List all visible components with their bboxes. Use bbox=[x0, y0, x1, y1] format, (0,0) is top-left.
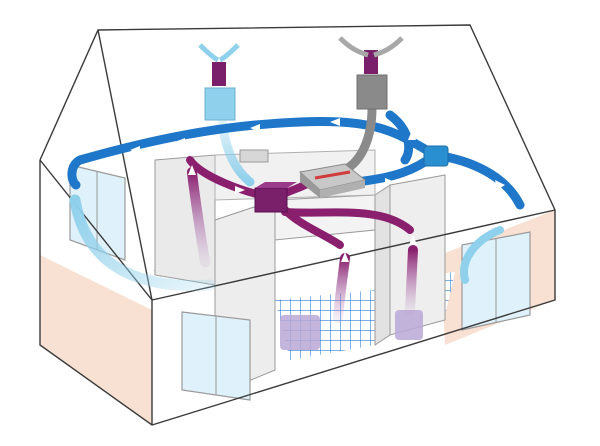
window-front bbox=[181, 311, 251, 401]
window-right bbox=[461, 231, 531, 331]
fresh-air-right-room-flow bbox=[460, 226, 504, 284]
flow-arrows bbox=[130, 118, 505, 262]
heat-recovery-unit bbox=[298, 163, 367, 198]
sink-left bbox=[239, 149, 269, 163]
supply-manifold bbox=[423, 145, 449, 167]
fresh-air-left-room-flow bbox=[69, 194, 216, 292]
extract-up-flow-center bbox=[333, 253, 350, 323]
fresh-air-intake bbox=[198, 43, 240, 121]
extract-manifold bbox=[254, 182, 297, 213]
floor-left bbox=[40, 255, 152, 425]
extract-up-flow-right bbox=[405, 245, 418, 315]
partition-center-c bbox=[374, 184, 391, 346]
bathtub bbox=[280, 315, 320, 350]
extract-up-flow-left bbox=[187, 167, 210, 267]
exhaust-outlet bbox=[338, 36, 404, 110]
toilet bbox=[395, 310, 423, 340]
